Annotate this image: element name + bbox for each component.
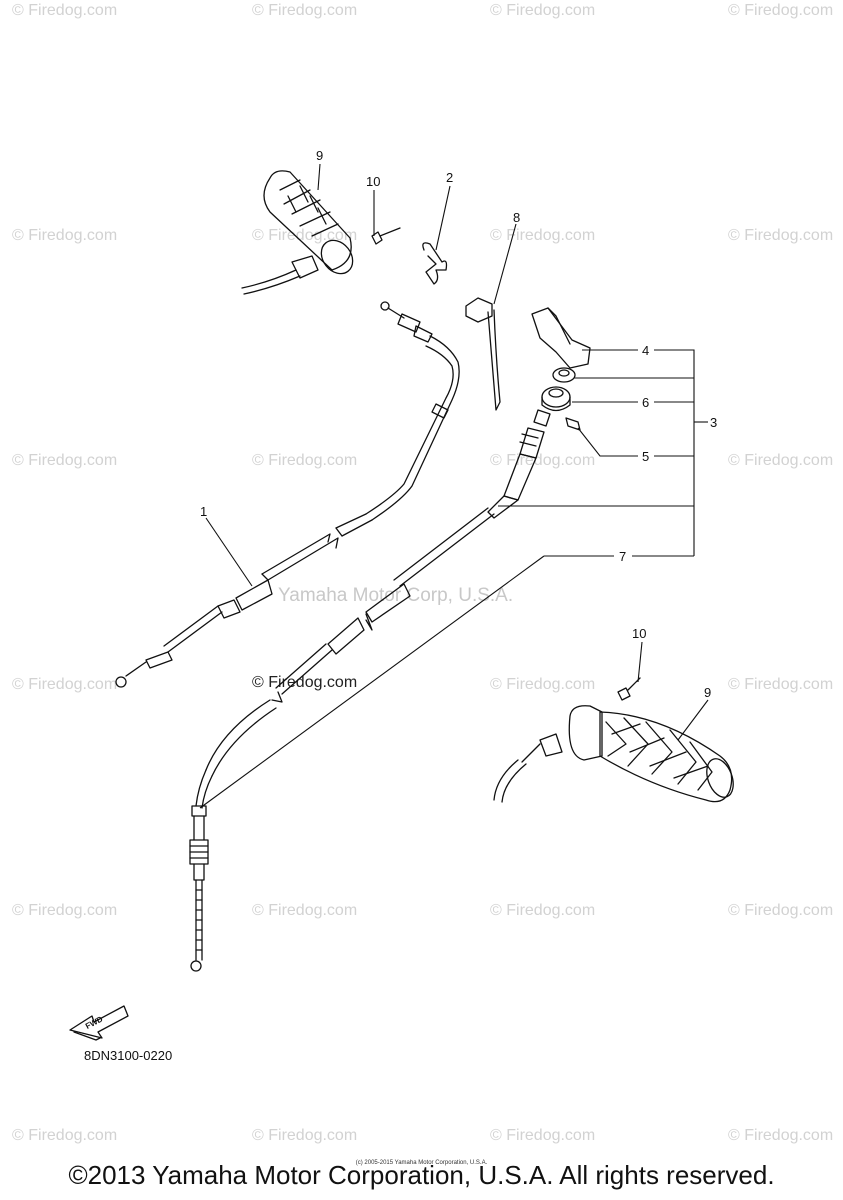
watermark: © Firedog.com bbox=[12, 1127, 118, 1144]
lower-screw bbox=[617, 677, 641, 701]
callout-5: 5 bbox=[642, 449, 649, 464]
lower-grip bbox=[493, 705, 734, 803]
upper-screw bbox=[371, 227, 401, 245]
watermark: © Firedog.com bbox=[252, 2, 358, 19]
watermark: © Firedog.com bbox=[490, 1127, 596, 1144]
watermark: © Firedog.com bbox=[12, 227, 118, 244]
bracket bbox=[531, 307, 591, 369]
cable-7 bbox=[189, 507, 495, 972]
watermark: © Firedog.com bbox=[12, 676, 118, 693]
cable-1 bbox=[115, 301, 460, 688]
watermark: © Firedog.com bbox=[728, 2, 834, 19]
center-watermark: Yamaha Motor Corp, U.S.A. bbox=[278, 585, 514, 606]
fwd-label: FWD bbox=[84, 1014, 105, 1031]
callout-9-upper: 9 bbox=[316, 148, 323, 163]
watermark: © Firedog.com bbox=[728, 1127, 834, 1144]
callout-8: 8 bbox=[513, 210, 520, 225]
watermark: © Firedog.com bbox=[490, 227, 596, 244]
copyright-footer: ©2013 Yamaha Motor Corporation, U.S.A. A… bbox=[68, 1160, 775, 1190]
callout-2: 2 bbox=[446, 170, 453, 185]
watermark: © Firedog.com bbox=[252, 227, 358, 244]
callout-10-lower: 10 bbox=[632, 626, 646, 641]
clip bbox=[422, 242, 448, 285]
watermark: © Firedog.com bbox=[12, 902, 118, 919]
watermark: © Firedog.com bbox=[490, 2, 596, 19]
watermark: © Firedog.com bbox=[252, 902, 358, 919]
upper-grip bbox=[241, 170, 354, 295]
watermark: © Firedog.com bbox=[728, 452, 834, 469]
watermark: © Firedog.com bbox=[490, 676, 596, 693]
cable-head-right bbox=[487, 409, 551, 519]
watermark: © Firedog.com bbox=[490, 902, 596, 919]
fwd-arrow-icon bbox=[69, 1005, 129, 1041]
callout-9-lower: 9 bbox=[704, 685, 711, 700]
copyright-small: (c) 2005-2015 Yamaha Motor Corporation, … bbox=[355, 1160, 488, 1166]
watermark: © Firedog.com bbox=[252, 1127, 358, 1144]
watermark: © Firedog.com bbox=[728, 227, 834, 244]
watermark: © Firedog.com bbox=[728, 676, 834, 693]
callout-10-upper: 10 bbox=[366, 174, 380, 189]
watermark: © Firedog.com bbox=[12, 2, 118, 19]
callout-3: 3 bbox=[710, 415, 717, 430]
callout-1: 1 bbox=[200, 504, 207, 519]
callout-4: 4 bbox=[642, 343, 649, 358]
callout-7: 7 bbox=[619, 549, 626, 564]
callout-6: 6 bbox=[642, 395, 649, 410]
diagram-reference: 8DN3100-0220 bbox=[84, 1048, 173, 1063]
watermark: © Firedog.com bbox=[252, 452, 358, 469]
collars bbox=[541, 367, 576, 412]
cable-tie bbox=[465, 297, 501, 411]
watermark: © Firedog.com bbox=[12, 452, 118, 469]
watermark: © Firedog.com bbox=[728, 902, 834, 919]
